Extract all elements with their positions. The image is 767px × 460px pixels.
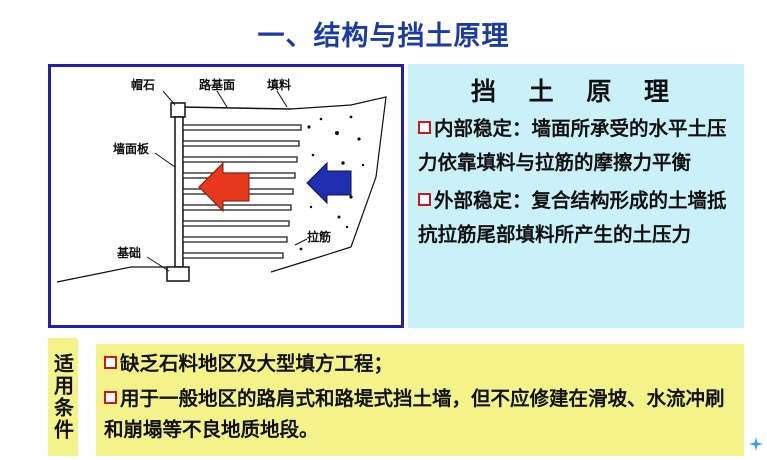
checkbox-icon <box>104 356 117 369</box>
checkbox-icon <box>104 391 117 404</box>
label-foundation: 基础 <box>116 245 141 260</box>
retaining-wall-diagram: 帽石 路基面 填料 墙面板 拉筋 基础 <box>56 77 387 283</box>
label-tie-strip: 拉筋 <box>307 229 331 244</box>
condition-item-text: 用于一般地区的路肩式和路堤式挡土墙，但不应修建在滑坡、水流冲刷和崩塌等不良地质地… <box>104 387 725 441</box>
condition-item-text: 缺乏石料地区及大型填方工程； <box>120 352 394 375</box>
fill-slope <box>290 96 387 248</box>
label-face-panel: 墙面板 <box>113 141 150 156</box>
structure-diagram: 帽石 路基面 填料 墙面板 拉筋 基础 <box>48 64 404 328</box>
condition-item: 用于一般地区的路肩式和路堤式挡土墙，但不应修建在滑坡、水流冲刷和崩塌等不良地质地… <box>104 383 736 445</box>
earth-pressure-arrow-left <box>198 161 250 213</box>
capstone-shape <box>170 102 186 118</box>
road-surface-line <box>180 106 292 110</box>
principle-heading: 挡 土 原 理 <box>470 77 682 106</box>
conditions-label-text: 适用条件 <box>50 353 75 441</box>
condition-item: 缺乏石料地区及大型填方工程； <box>104 348 736 379</box>
leader-lines <box>146 90 308 272</box>
friction-arrow-left <box>306 161 352 205</box>
ground-line-left <box>56 266 169 283</box>
conditions-label: 适用条件 <box>48 338 78 456</box>
principle-item-text: 外部稳定：复合结构形成的土墙抵抗拉筋尾部填料所产生的土压力 <box>418 189 727 246</box>
label-road-surface: 路基面 <box>199 77 235 92</box>
ground-line-right <box>270 246 352 273</box>
principle-item-internal: 内部稳定：墙面所承受的水平土压力依靠填料与拉筋的摩擦力平衡 <box>418 112 734 180</box>
label-fill: 填料 <box>267 77 291 92</box>
sparkle-icon <box>749 437 763 451</box>
foundation-shape <box>166 266 190 282</box>
checkbox-icon <box>418 193 431 206</box>
page-title: 一、结构与挡土原理 <box>257 21 510 52</box>
label-capstone: 帽石 <box>131 77 155 92</box>
conditions-panel: 缺乏石料地区及大型填方工程； 用于一般地区的路肩式和路堤式挡土墙，但不应修建在滑… <box>96 344 744 456</box>
checkbox-icon <box>418 121 431 134</box>
principle-item-text: 内部稳定：墙面所承受的水平土压力依靠填料与拉筋的摩擦力平衡 <box>418 117 727 174</box>
top-strip <box>0 0 767 6</box>
principle-panel: 挡 土 原 理 内部稳定：墙面所承受的水平土压力依靠填料与拉筋的摩擦力平衡 外部… <box>408 64 744 328</box>
principle-item-external: 外部稳定：复合结构形成的土墙抵抗拉筋尾部填料所产生的土压力 <box>418 184 734 252</box>
face-panel-shape <box>174 116 184 268</box>
